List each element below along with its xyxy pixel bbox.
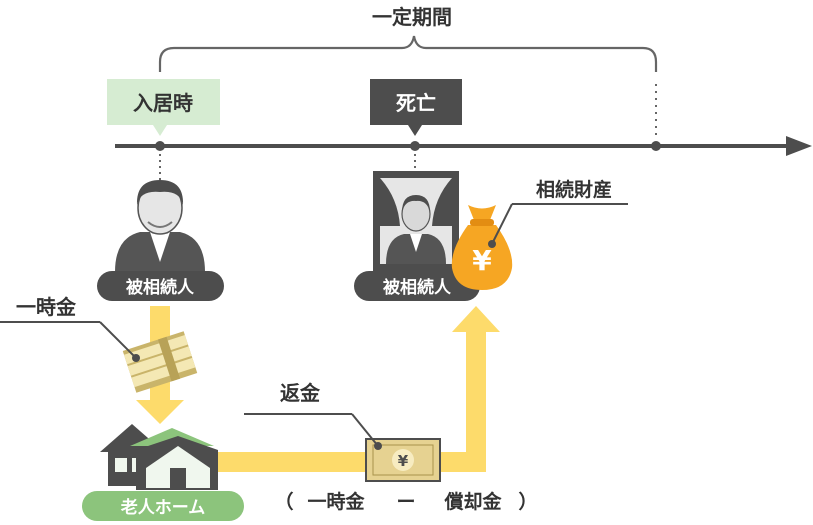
decedent-badge-right xyxy=(354,271,480,301)
lump-sum-callout-dot xyxy=(132,354,140,362)
money-bag-yen: ¥ xyxy=(472,244,492,277)
house-icon xyxy=(100,424,218,490)
period-label: 一定期間 xyxy=(372,5,452,29)
nursing-home-badge xyxy=(82,491,244,521)
refund-label: 返金 xyxy=(280,381,321,405)
move-in-label: 入居時 xyxy=(133,91,193,115)
banknote-yen: ¥ xyxy=(398,452,409,470)
money-bag-icon xyxy=(451,205,513,290)
formula-amortization: 償却金 xyxy=(443,490,502,513)
cash-stack-icon xyxy=(122,331,198,393)
person-icon xyxy=(115,180,205,272)
nursing-home-label: 老人ホーム xyxy=(120,497,206,518)
formula-lump-sum: 一時金 xyxy=(307,490,365,513)
estate-callout xyxy=(491,203,513,245)
refund-flow-arrow xyxy=(218,306,500,472)
timeline xyxy=(115,136,812,156)
estate-callout-dot xyxy=(488,240,496,248)
deceased-portrait-icon xyxy=(373,171,459,271)
decedent-badge-left xyxy=(97,271,224,301)
decedent-label-right: 被相続人 xyxy=(383,277,452,298)
refund-callout xyxy=(351,413,379,447)
formula-open-paren: （ xyxy=(274,490,293,513)
formula-minus: ー xyxy=(396,491,415,513)
lump-sum-label: 一時金 xyxy=(16,295,77,319)
period-bracket xyxy=(158,35,658,140)
estate-label: 相続財産 xyxy=(536,178,612,201)
formula-close-paren: ） xyxy=(518,490,537,513)
death-point xyxy=(410,141,420,151)
decedent-label-left: 被相続人 xyxy=(126,277,195,298)
death-tag xyxy=(370,79,462,136)
move-in-point xyxy=(155,141,165,151)
lump-sum-callout xyxy=(99,321,137,359)
period-end-point xyxy=(651,141,661,151)
death-label: 死亡 xyxy=(396,91,436,115)
move-in-tag xyxy=(107,79,220,136)
refund-callout-dot xyxy=(374,442,382,450)
